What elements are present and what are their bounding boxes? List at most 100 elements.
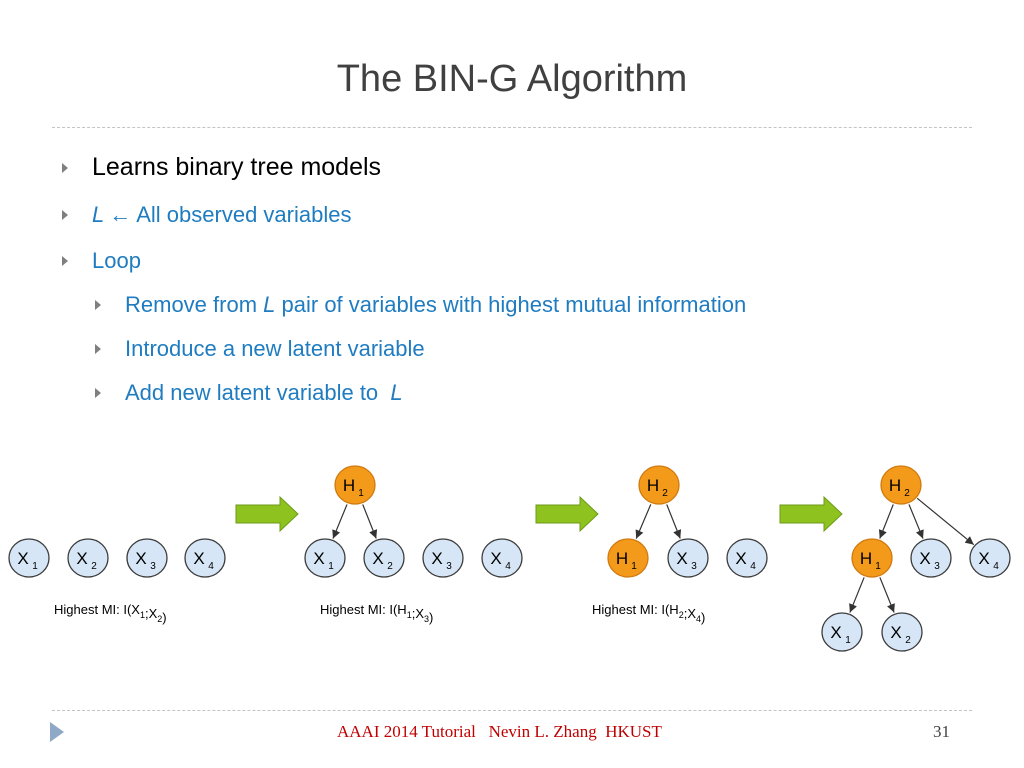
bullet-text: pair of variables with highest mutual in…: [275, 292, 747, 317]
edge-arrow: [878, 504, 894, 539]
node-label: X: [76, 549, 87, 568]
edge-arrow: [879, 577, 895, 613]
footer-text: AAAI 2014 Tutorial Nevin L. Zhang HKUST: [337, 722, 662, 741]
node-subscript: 3: [934, 561, 940, 572]
node-label: X: [17, 549, 28, 568]
node-circle: [667, 538, 709, 578]
node-label: X: [676, 549, 687, 568]
bullet-text: Add new latent variable to: [125, 380, 391, 405]
node-subscript: 2: [904, 488, 910, 499]
node-label: X: [193, 549, 204, 568]
bullet-triangle-icon: [95, 388, 101, 398]
edge-arrow: [362, 504, 378, 539]
node-label: H: [860, 549, 872, 568]
node-label: X: [313, 549, 324, 568]
node-subscript: 1: [32, 561, 38, 572]
bullet-text: Introduce a new latent variable: [125, 336, 425, 361]
node-subscript: 3: [150, 561, 156, 572]
node-circle: [638, 465, 680, 505]
subbullet-introduce-latent: Introduce a new latent variable: [95, 336, 425, 362]
caption-step3: Highest MI: I(H2;X4): [592, 602, 705, 625]
node-circle: [304, 538, 346, 578]
node-label: H: [647, 476, 659, 495]
node-subscript: 2: [387, 561, 393, 572]
edge-arrow: [635, 504, 652, 539]
left-arrow-icon: ←: [109, 202, 132, 227]
bullet-text: All observed variables: [136, 202, 352, 227]
node-label: X: [135, 549, 146, 568]
bullet-triangle-icon: [62, 256, 68, 266]
bullet-text: Learns binary tree models: [92, 153, 382, 181]
node-label: X: [490, 549, 501, 568]
node-circle: [851, 538, 893, 578]
node-circle: [880, 465, 922, 505]
footer-divider: [52, 710, 972, 711]
node-circle: [481, 538, 523, 578]
edge-arrow: [666, 504, 682, 539]
node-subscript: 1: [328, 561, 334, 572]
bullet-learns-binary-tree: Learns binary tree models: [62, 153, 381, 182]
node-subscript: 2: [905, 635, 911, 646]
edge-arrow: [332, 504, 348, 539]
node-circle: [126, 538, 168, 578]
node-circle: [8, 538, 50, 578]
caption-step1: Highest MI: I(X1;X2): [54, 602, 167, 625]
variable-l: L: [263, 292, 276, 317]
variable-l: L: [92, 202, 105, 227]
variable-l: L: [390, 380, 403, 405]
node-subscript: 4: [993, 561, 999, 572]
node-circle: [881, 612, 923, 652]
node-circle: [607, 538, 649, 578]
node-subscript: 2: [662, 488, 668, 499]
node-label: X: [919, 549, 930, 568]
node-circle: [67, 538, 109, 578]
node-subscript: 2: [91, 561, 97, 572]
node-subscript: 4: [505, 561, 511, 572]
bullet-triangle-icon: [62, 210, 68, 220]
node-label: X: [431, 549, 442, 568]
node-subscript: 1: [845, 635, 851, 646]
next-slide-icon[interactable]: [50, 722, 64, 742]
slide-title: The BIN-G Algorithm: [336, 58, 688, 100]
page-number: 31: [933, 722, 950, 741]
bullet-text: Remove from: [125, 292, 264, 317]
bullet-l-init: L ← All observed variables: [62, 202, 351, 228]
caption-step2: Highest MI: I(H1;X3): [320, 602, 433, 625]
node-label: X: [830, 623, 841, 642]
node-subscript: 1: [358, 488, 364, 499]
bullet-triangle-icon: [95, 300, 101, 310]
step-arrow-3: [779, 495, 843, 533]
node-circle: [422, 538, 464, 578]
bullet-text: Loop: [92, 248, 141, 273]
node-label: H: [889, 476, 901, 495]
node-circle: [363, 538, 405, 578]
subbullet-remove-pair: Remove from L pair of variables with hig…: [95, 292, 746, 318]
edge-arrow: [849, 577, 865, 613]
node-label: H: [616, 549, 628, 568]
node-subscript: 3: [691, 561, 697, 572]
node-circle: [726, 538, 768, 578]
edge-arrow: [908, 504, 924, 539]
step-arrow-2: [535, 495, 599, 533]
node-circle: [334, 465, 376, 505]
node-circle: [969, 538, 1011, 578]
node-subscript: 1: [875, 561, 881, 572]
edge-arrow: [916, 497, 975, 546]
